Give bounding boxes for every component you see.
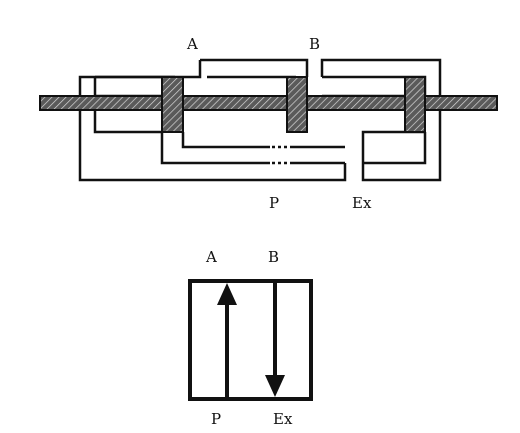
spool-land-left [161,76,184,133]
valve-symbol-box [188,279,313,401]
spool-land-right [404,76,426,133]
symbol-port-ex-label: Ex [273,410,293,428]
port-p-passage [272,145,290,165]
flow-arrow-b-to-ex [265,281,285,397]
spool-rod [39,95,498,111]
symbol-port-a-label: A [206,248,217,266]
port-ex-label: Ex [352,194,372,212]
symbol-port-p-label: P [211,410,222,428]
port-b-label: B [309,35,321,53]
symbol-port-b-label: B [268,248,280,266]
port-p-label: P [269,194,280,212]
spool-land-middle [286,76,308,133]
valve-body [78,58,442,182]
flow-arrow-p-to-a [217,283,237,399]
port-a-label: A [187,35,198,53]
